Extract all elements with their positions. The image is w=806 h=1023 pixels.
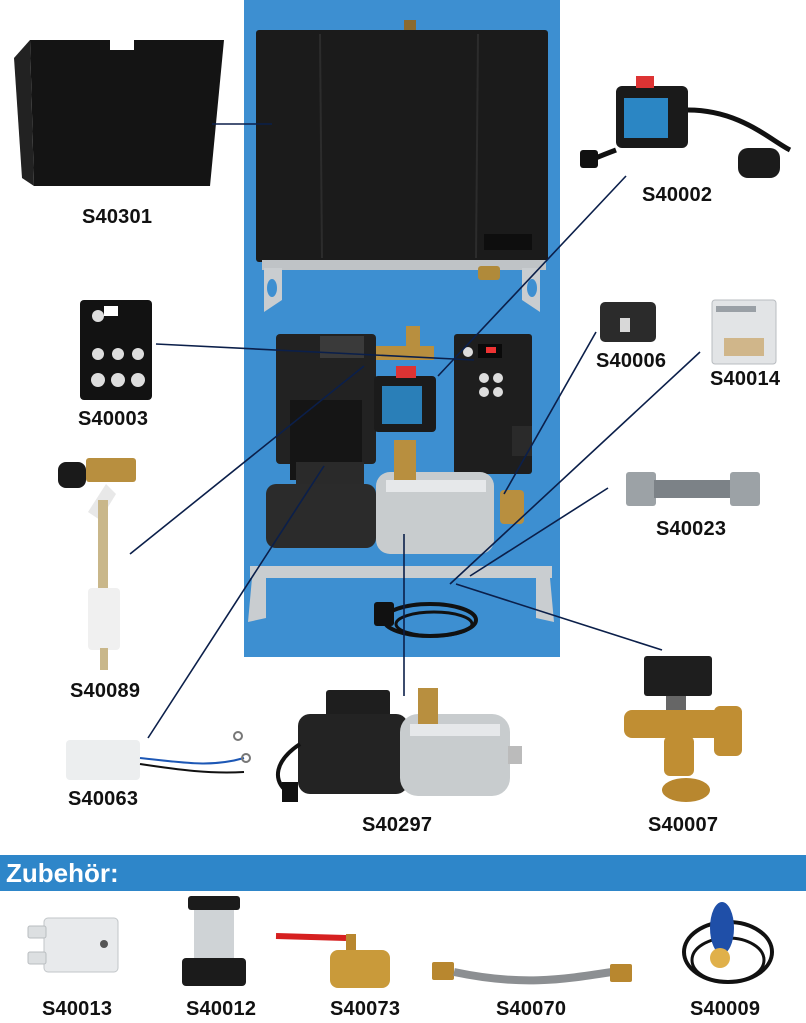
label-s40002: S40002: [642, 184, 713, 206]
label-s40297: S40297: [362, 814, 433, 836]
relay-box-image: [711, 299, 777, 365]
label-s40009: S40009: [690, 998, 761, 1020]
actuator-image: [600, 302, 656, 342]
motor-valve-image: [624, 656, 742, 802]
label-s40006: S40006: [596, 350, 667, 372]
float-switch-image: [682, 902, 774, 984]
label-s40063: S40063: [68, 788, 139, 810]
control-panel-image: [80, 300, 152, 400]
label-s40012: S40012: [186, 998, 257, 1020]
float-valve-image: [58, 458, 136, 670]
label-s40003: S40003: [78, 408, 149, 430]
hose-image: [432, 962, 632, 985]
label-s40070: S40070: [496, 998, 567, 1020]
pressure-switch-image: [580, 76, 792, 178]
filter-image: [182, 896, 246, 986]
label-s40073: S40073: [330, 998, 401, 1020]
pump-image: [276, 688, 522, 802]
frame-image: [248, 326, 554, 638]
ball-valve-image: [275, 933, 390, 988]
leader-lines: [129, 123, 701, 739]
label-s40013: S40013: [42, 998, 113, 1020]
capacitor-image: [66, 731, 251, 780]
label-s40014: S40014: [710, 368, 781, 390]
label-s40023: S40023: [656, 518, 727, 540]
accessories-title: Zubehör:: [6, 858, 119, 888]
flex-hose-image: [626, 472, 760, 506]
tank-image: [256, 20, 548, 312]
accessories-bar: Zubehör:: [0, 855, 806, 891]
cover-image: [14, 40, 224, 186]
junction-box-image: [27, 917, 119, 973]
label-s40089: S40089: [70, 680, 141, 702]
label-s40301: S40301: [82, 206, 153, 228]
label-s40007: S40007: [648, 814, 719, 836]
